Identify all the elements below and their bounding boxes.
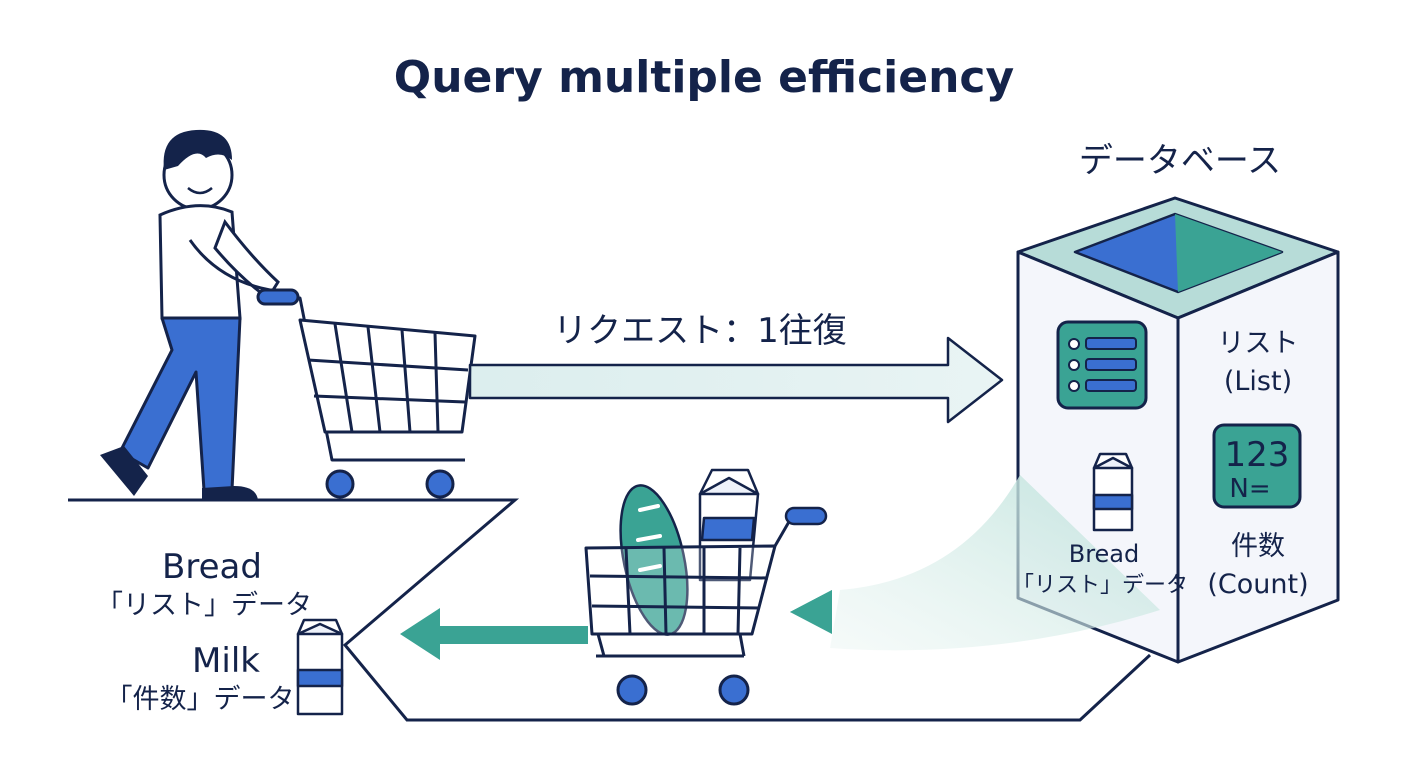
- count-label-en: (Count): [1207, 569, 1308, 600]
- request-label: リクエスト：1往復: [553, 311, 847, 351]
- result-milk-carton-icon: [296, 618, 344, 716]
- page-title: Query multiple efficiency: [394, 52, 1014, 103]
- database-label: データベース: [1079, 141, 1281, 181]
- filled-cart: [584, 468, 828, 706]
- db-bread-label: Bread: [1069, 540, 1140, 568]
- person-figure: [100, 129, 280, 500]
- db-milk-carton-icon: [1092, 452, 1134, 532]
- result-milk-sub: 「件数」データ: [106, 684, 295, 715]
- return-arrow-left: [400, 608, 588, 660]
- list-icon: [1056, 320, 1148, 410]
- result-bread-sub: 「リスト」データ: [96, 590, 312, 621]
- return-arrow-tip: [790, 590, 832, 634]
- count-label-jp: 件数: [1231, 531, 1285, 562]
- floor-path: [68, 498, 1152, 722]
- request-arrow: [468, 336, 1004, 424]
- result-milk-label: Milk: [192, 641, 260, 681]
- empty-cart: [256, 288, 477, 499]
- count-icon-number: 123: [1225, 435, 1290, 475]
- count-icon: 123 N=: [1212, 423, 1302, 509]
- count-icon-symbol: N=: [1229, 474, 1270, 504]
- db-bread-sub: 「リスト」データ: [1012, 573, 1188, 598]
- list-label-en: (List): [1224, 366, 1292, 397]
- data-beam: [830, 475, 1160, 651]
- list-label-jp: リスト: [1218, 328, 1299, 359]
- result-bread-label: Bread: [162, 547, 262, 587]
